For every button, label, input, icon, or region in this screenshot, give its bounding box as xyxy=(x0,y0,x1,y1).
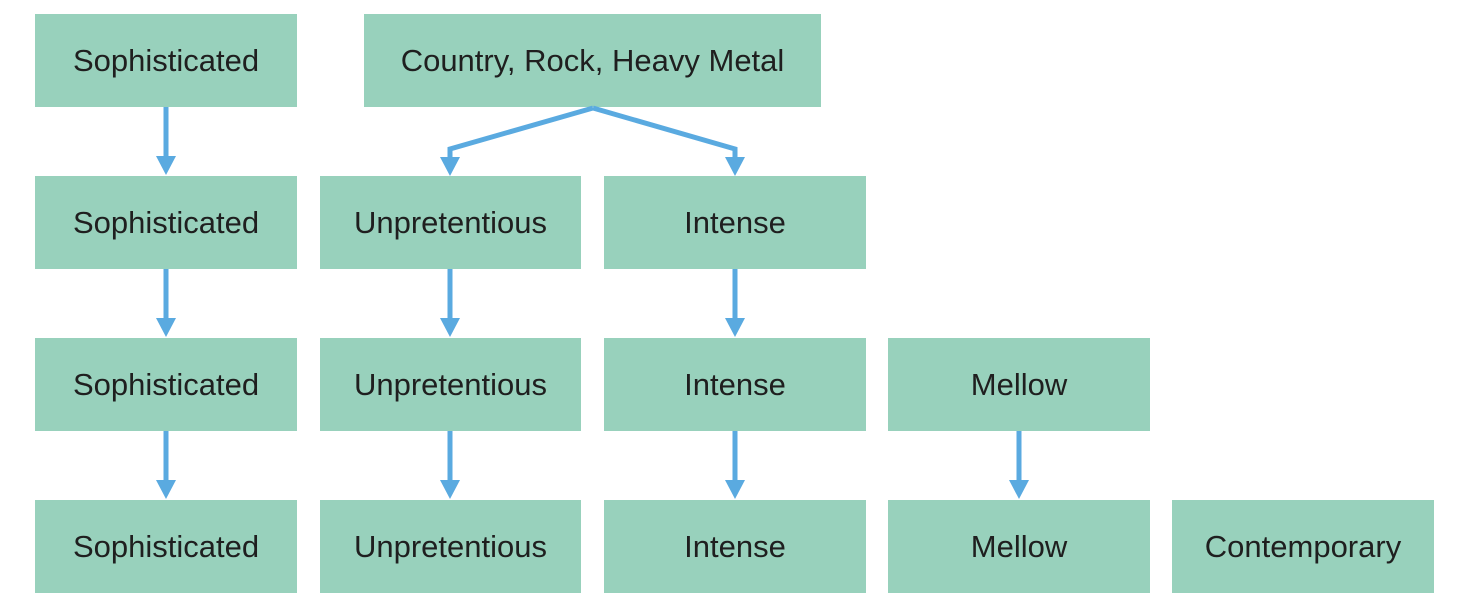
node-label: Sophisticated xyxy=(72,528,260,564)
node-unpretentious-row3: Unpretentious xyxy=(320,338,581,431)
node-unpretentious-row4: Unpretentious xyxy=(320,500,581,593)
arrowhead-soph-2 xyxy=(156,156,176,175)
node-label: Mellow xyxy=(970,528,1068,564)
node-label: Unpretentious xyxy=(353,204,547,240)
node-mellow-row3: Mellow xyxy=(888,338,1150,431)
node-label: Intense xyxy=(684,366,786,402)
node-sophisticated-row4: Sophisticated xyxy=(35,500,297,593)
node-sophisticated-row1: Sophisticated xyxy=(35,14,297,107)
arrow-crhm-to-intense xyxy=(592,105,738,161)
node-intense-row3: Intense xyxy=(604,338,866,431)
arrowhead-intense-3 xyxy=(725,318,745,337)
arrowhead-unpret-4 xyxy=(440,480,460,499)
node-label: Intense xyxy=(684,528,786,564)
node-label: Sophisticated xyxy=(72,204,260,240)
node-contemporary-row4: Contemporary xyxy=(1172,500,1434,593)
node-label: Sophisticated xyxy=(72,42,260,78)
node-sophisticated-row3: Sophisticated xyxy=(35,338,297,431)
arrowhead-unpret-2 xyxy=(440,157,460,176)
arrowhead-mellow-4 xyxy=(1009,480,1029,499)
arrowhead-intense-2 xyxy=(725,157,745,176)
node-sophisticated-row2: Sophisticated xyxy=(35,176,297,269)
arrowhead-unpret-3 xyxy=(440,318,460,337)
node-intense-row2: Intense xyxy=(604,176,866,269)
arrowhead-intense-4 xyxy=(725,480,745,499)
node-label: Unpretentious xyxy=(353,528,547,564)
arrowhead-soph-4 xyxy=(156,480,176,499)
node-label: Sophisticated xyxy=(72,366,260,402)
node-unpretentious-row2: Unpretentious xyxy=(320,176,581,269)
node-label: Contemporary xyxy=(1204,528,1402,564)
node-mellow-row4: Mellow xyxy=(888,500,1150,593)
node-label: Intense xyxy=(684,204,786,240)
node-label: Country, Rock, Heavy Metal xyxy=(400,42,785,78)
node-label: Mellow xyxy=(970,366,1068,402)
node-intense-row4: Intense xyxy=(604,500,866,593)
node-label: Unpretentious xyxy=(353,366,547,402)
arrow-crhm-to-unpretentious xyxy=(447,105,594,161)
node-country-rock-heavy-metal: Country, Rock, Heavy Metal xyxy=(364,14,821,107)
arrowhead-soph-3 xyxy=(156,318,176,337)
